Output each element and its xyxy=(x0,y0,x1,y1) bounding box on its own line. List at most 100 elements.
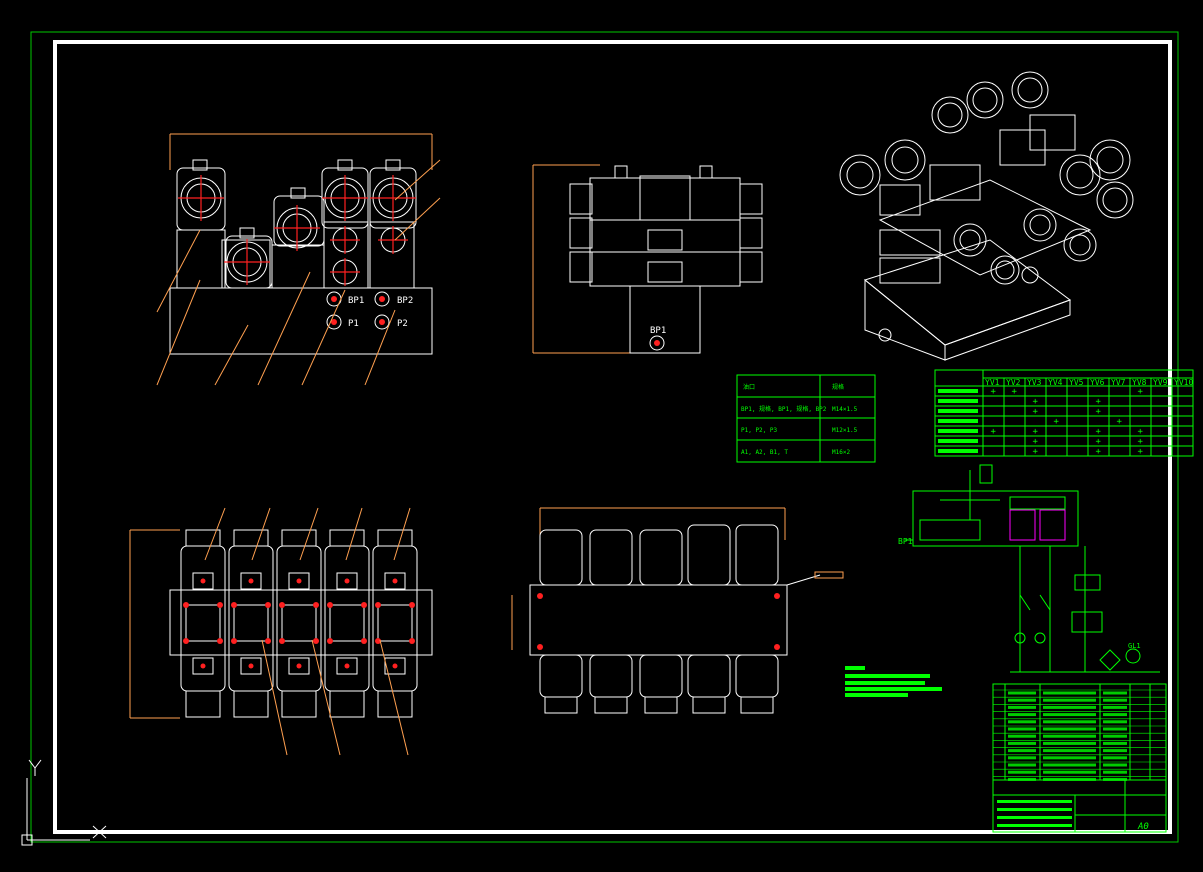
solenoid-action-mark: + xyxy=(1096,427,1102,437)
port-table-header-port: 油口 xyxy=(743,383,755,391)
solenoid-action-mark: + xyxy=(1096,447,1102,457)
solenoid-row-label-bar xyxy=(938,429,978,433)
parts-list-cell-text xyxy=(1008,749,1036,753)
schematic-label-bp1: BP1 xyxy=(898,537,913,546)
solenoid-column-label: YV5 xyxy=(1069,378,1084,387)
parts-list-cell-text xyxy=(1103,698,1127,702)
title-block-cell-text xyxy=(997,824,1072,827)
parts-list-cell-text xyxy=(1103,720,1127,724)
solenoid-action-mark: + xyxy=(1096,437,1102,447)
solenoid-action-mark: + xyxy=(1096,397,1102,407)
parts-list-cell-text xyxy=(1103,763,1127,767)
title-block-cell-text xyxy=(997,808,1072,811)
parts-list-cell-text xyxy=(1043,741,1096,745)
port-label-p2: P2 xyxy=(397,319,408,329)
parts-list-cell-text xyxy=(1043,756,1096,760)
parts-list-cell-text xyxy=(1043,698,1096,702)
parts-list-cell-text xyxy=(1043,734,1096,738)
solenoid-action-mark: + xyxy=(991,387,997,397)
port-table-row-1-port: BP1, 规格, BP1, 规格, BP2 xyxy=(741,405,827,413)
parts-list-rows xyxy=(993,689,1166,827)
solenoid-column-label: YV7 xyxy=(1111,378,1126,387)
port-spec-table xyxy=(736,374,876,463)
parts-list-cell-text xyxy=(1008,727,1036,731)
parts-list-cell-text xyxy=(1008,763,1036,767)
solenoid-action-mark: + xyxy=(1012,387,1018,397)
solenoid-action-mark: + xyxy=(1117,417,1123,427)
solenoid-column-label: YV2 xyxy=(1006,378,1021,387)
solenoid-column-label: YV4 xyxy=(1048,378,1063,387)
solenoid-action-mark: + xyxy=(1054,417,1060,427)
solenoid-row-label-bar xyxy=(938,449,978,453)
port-table-row-1-spec: M14×1.5 xyxy=(832,406,858,413)
solenoid-row-label-bar xyxy=(938,409,978,413)
parts-list-cell-text xyxy=(1043,713,1096,717)
parts-list-cell-text xyxy=(1043,763,1096,767)
solenoid-row-label-bar xyxy=(938,439,978,443)
parts-list-cell-text xyxy=(1043,727,1096,731)
parts-list-cell-text xyxy=(1008,720,1036,724)
isometric-view xyxy=(839,71,1134,361)
title-block-cell-text xyxy=(997,800,1072,803)
solenoid-action-mark: + xyxy=(1033,407,1039,417)
solenoid-action-mark: + xyxy=(1033,437,1039,447)
top-view xyxy=(129,529,433,719)
port-table-row-2-spec: M12×1.5 xyxy=(832,427,858,434)
front-view-ports: BP1 BP2 P1 P2 xyxy=(326,291,413,330)
solenoid-action-mark: + xyxy=(1033,427,1039,437)
parts-list-cell-text xyxy=(1103,713,1127,717)
parts-list-cell-text xyxy=(1103,777,1127,781)
schematic-label-gl1: GL1 xyxy=(1128,642,1141,650)
parts-list-cell-text xyxy=(1008,756,1036,760)
title-block-cell-text xyxy=(997,816,1072,819)
parts-list-cell-text xyxy=(1103,691,1127,695)
ucs-icon xyxy=(21,759,107,846)
parts-list-cell-text xyxy=(1043,691,1096,695)
parts-list-cell-text xyxy=(1103,749,1127,753)
front-view-leaders xyxy=(156,159,441,386)
port-label-bp1: BP1 xyxy=(348,296,364,306)
parts-list-cell-text xyxy=(1043,770,1096,774)
parts-list-cell-text xyxy=(1008,705,1036,709)
parts-list-cell-text xyxy=(1103,741,1127,745)
title-block xyxy=(992,683,1167,833)
parts-list-cell-text xyxy=(1043,720,1096,724)
drawing-border xyxy=(53,40,1172,834)
parts-list-cell-text xyxy=(1008,713,1036,717)
parts-list-cell-text xyxy=(1008,741,1036,745)
solenoid-column-label: YV1 xyxy=(985,378,1000,387)
side-view: BP1 xyxy=(532,164,763,354)
front-view-centerlines xyxy=(178,175,416,286)
solenoid-action-mark: + xyxy=(1096,407,1102,417)
solenoid-column-label: YV9 xyxy=(1153,378,1168,387)
technical-notes xyxy=(845,666,942,697)
solenoid-row-label-bar xyxy=(938,399,978,403)
top-view-bolts xyxy=(183,578,415,669)
parts-list-cell-text xyxy=(1008,734,1036,738)
port-label-bp2: BP2 xyxy=(397,296,413,306)
top-view-leaders xyxy=(204,507,411,756)
solenoid-action-mark: + xyxy=(1138,427,1144,437)
solenoid-action-mark: + xyxy=(1138,387,1144,397)
parts-list-cell-text xyxy=(1043,749,1096,753)
solenoid-action-mark: + xyxy=(1033,447,1039,457)
parts-list-cell-text xyxy=(1008,770,1036,774)
parts-list-cell-text xyxy=(1103,727,1127,731)
solenoid-action-mark: + xyxy=(1138,447,1144,457)
solenoid-column-label: YV6 xyxy=(1090,378,1105,387)
solenoid-row-label-bar xyxy=(938,419,978,423)
bottom-view-holes xyxy=(537,593,780,650)
port-table-header-spec: 规格 xyxy=(832,383,844,391)
side-port-label: BP1 xyxy=(650,326,666,336)
parts-list-cell-text xyxy=(1043,777,1096,781)
bottom-view xyxy=(511,507,844,714)
parts-list-cell-text xyxy=(1103,705,1127,709)
port-table-row-3-port: A1, A2, B1, T xyxy=(741,449,788,456)
sheet-size-label: A0 xyxy=(1137,822,1149,832)
outer-frame xyxy=(30,31,1179,843)
parts-list-cell-text xyxy=(1043,705,1096,709)
port-table-row-3-spec: M16×2 xyxy=(832,449,850,456)
parts-list-cell-text xyxy=(1008,777,1036,781)
